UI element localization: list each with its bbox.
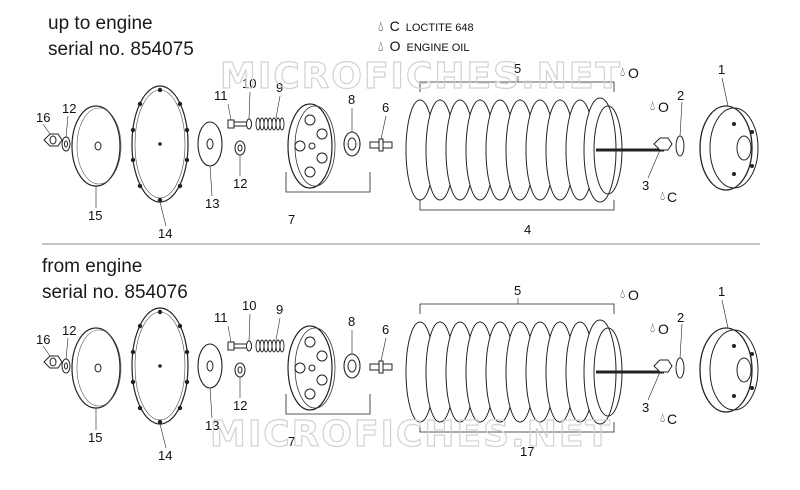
loctite-callout: C	[667, 411, 677, 427]
callout-14: 14	[158, 226, 172, 241]
callout-1: 1	[718, 62, 725, 77]
header-bottom-line1: from engine	[42, 256, 143, 277]
oil-mark: 💧︎	[620, 64, 625, 79]
callout-2: 2	[677, 310, 684, 325]
callout-12: 12	[62, 323, 76, 338]
header-top-line1: up to engine	[48, 13, 153, 34]
bottom-brackets	[285, 303, 615, 433]
callout-15: 15	[88, 430, 102, 445]
loctite-mark: 💧︎	[660, 188, 665, 203]
callout-16: 16	[36, 110, 50, 125]
callout-7: 7	[288, 434, 295, 449]
callout-8: 8	[348, 92, 355, 107]
callout-12: 12	[62, 101, 76, 116]
callout-9: 9	[276, 80, 283, 95]
callout-3: 3	[642, 178, 649, 193]
top-brackets	[285, 81, 615, 211]
callout-16: 16	[36, 332, 50, 347]
callout-4: 4	[524, 222, 531, 237]
legend-oil: 💧︎ O ENGINE OIL	[378, 38, 469, 55]
loctite-callout: C	[667, 189, 677, 205]
callout-5: 5	[514, 283, 521, 298]
callout-12: 12	[233, 176, 247, 191]
callout-10: 10	[242, 298, 256, 313]
legend-oil-label: ENGINE OIL	[406, 42, 470, 54]
oil-drop-icon: 💧︎	[378, 38, 384, 54]
top-leader-lines	[42, 76, 729, 227]
oil-callout: O	[628, 65, 639, 81]
oil-callout: O	[658, 99, 669, 115]
header-bottom-line2: serial no. 854076	[42, 282, 188, 303]
callout-9: 9	[276, 302, 283, 317]
loctite-mark: 💧︎	[660, 410, 665, 425]
callout-11: 11	[214, 310, 228, 325]
oil-callout: O	[658, 321, 669, 337]
callout-7: 7	[288, 212, 295, 227]
legend-loctite-symbol: C	[389, 18, 400, 34]
callout-14: 14	[158, 448, 172, 463]
watermark-top: MICROFICHES.NET	[220, 56, 622, 97]
legend-loctite: 💧︎ C LOCTITE 648	[378, 18, 474, 35]
header-top-line2: serial no. 854075	[48, 39, 194, 60]
oil-callout: O	[628, 287, 639, 303]
callout-6: 6	[382, 100, 389, 115]
callout-6: 6	[382, 322, 389, 337]
oil-mark: 💧︎	[620, 286, 625, 301]
callout-10: 10	[242, 76, 256, 91]
callout-17: 17	[520, 444, 534, 459]
watermark-bottom: MICROFICHES.NET	[210, 414, 612, 455]
callout-15: 15	[88, 208, 102, 223]
legend-oil-symbol: O	[389, 38, 401, 54]
callout-8: 8	[348, 314, 355, 329]
oil-mark: 💧︎	[650, 320, 655, 335]
callout-11: 11	[214, 88, 228, 103]
oil-mark: 💧︎	[650, 98, 655, 113]
callout-1: 1	[718, 284, 725, 299]
callout-13: 13	[205, 196, 219, 211]
bottom-leader-lines	[42, 298, 729, 449]
legend-loctite-label: LOCTITE 648	[405, 22, 474, 34]
callout-2: 2	[677, 88, 684, 103]
callout-13: 13	[205, 418, 219, 433]
callout-5: 5	[514, 61, 521, 76]
loctite-drop-icon: 💧︎	[378, 18, 384, 34]
callout-12: 12	[233, 398, 247, 413]
callout-3: 3	[642, 400, 649, 415]
